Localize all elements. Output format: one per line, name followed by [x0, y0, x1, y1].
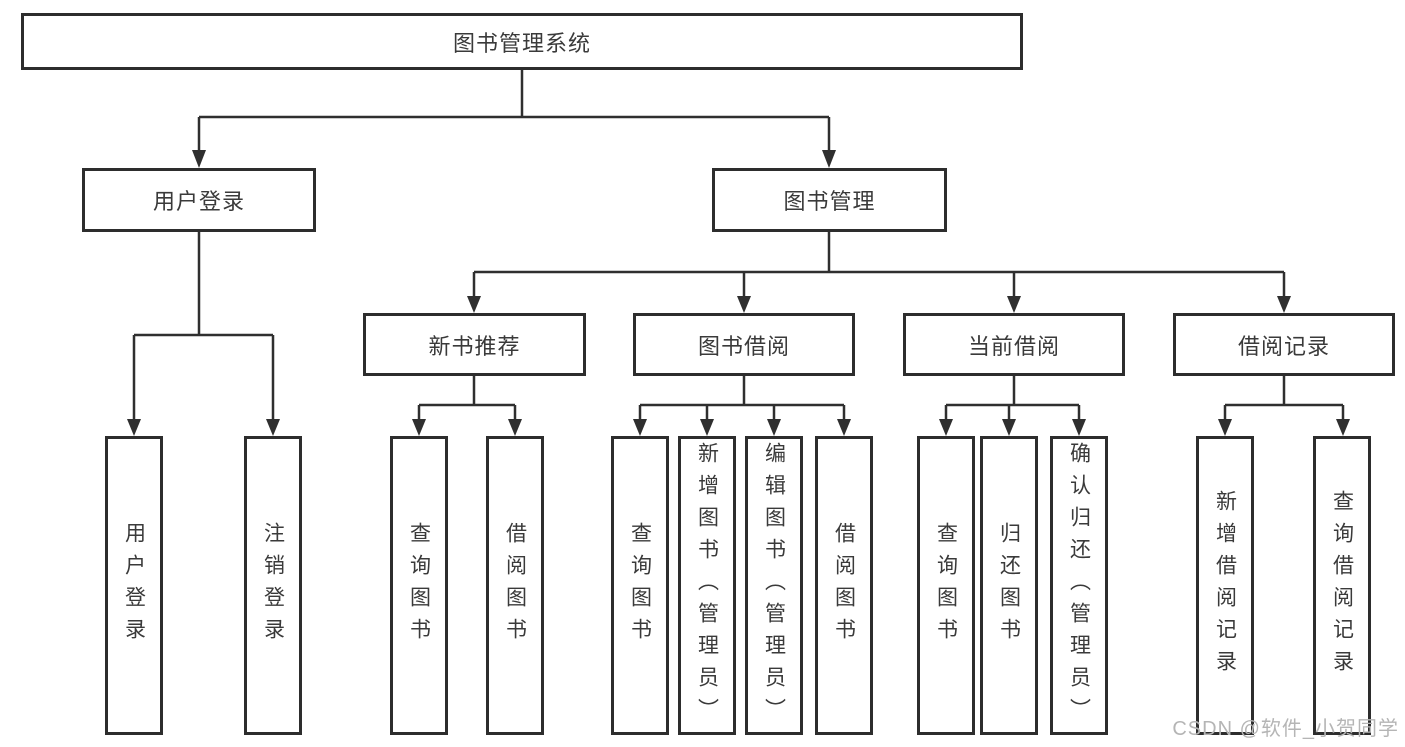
leaf-confirm-return-admin-label: 确认归还（管理员）: [1067, 441, 1091, 730]
leaf-confirm-return-admin: 确认归还（管理员）: [1050, 436, 1108, 735]
leaf-query-borrow-record-label: 查询借阅记录: [1330, 489, 1354, 682]
leaf-borrow-books: 借阅图书: [815, 436, 873, 735]
leaf-return-book-label: 归还图书: [997, 521, 1021, 650]
root-node-label: 图书管理系统: [452, 30, 591, 56]
node-borrow-records-label: 借阅记录: [1237, 333, 1330, 359]
leaf-query-books-recommend: 查询图书: [390, 436, 448, 735]
leaf-query-books-recommend-label: 查询图书: [407, 521, 431, 650]
node-user-login-label: 用户登录: [152, 189, 245, 214]
leaf-add-borrow-record-label: 新增借阅记录: [1213, 489, 1237, 682]
leaf-add-book-admin: 新增图书（管理员）: [678, 436, 736, 735]
root-node: 图书管理系统: [21, 13, 1023, 70]
csdn-watermark: CSDN @软件_小贺同学: [1172, 718, 1399, 740]
node-new-book-recommend: 新书推荐: [363, 313, 586, 376]
leaf-query-borrow-record: 查询借阅记录: [1313, 436, 1371, 735]
leaf-edit-book-admin-label: 编辑图书（管理员）: [762, 441, 786, 730]
leaf-borrow-books-label: 借阅图书: [832, 521, 856, 650]
leaf-borrow-books-recommend: 借阅图书: [486, 436, 544, 735]
leaf-user-login-label: 用户登录: [122, 521, 146, 650]
leaf-user-login: 用户登录: [105, 436, 163, 735]
node-new-book-recommend-label: 新书推荐: [428, 333, 521, 359]
node-current-borrow: 当前借阅: [903, 313, 1125, 376]
leaf-query-books-borrow-label: 查询图书: [628, 521, 652, 650]
node-book-borrow-label: 图书借阅: [697, 333, 790, 359]
leaf-add-borrow-record: 新增借阅记录: [1196, 436, 1254, 735]
node-book-borrow: 图书借阅: [633, 313, 855, 376]
node-book-management: 图书管理: [712, 168, 947, 232]
leaf-query-books-borrow: 查询图书: [611, 436, 669, 735]
leaf-logout-label: 注销登录: [261, 521, 285, 650]
leaf-return-book: 归还图书: [980, 436, 1038, 735]
node-user-login: 用户登录: [82, 168, 316, 232]
leaf-edit-book-admin: 编辑图书（管理员）: [745, 436, 803, 735]
leaf-logout: 注销登录: [244, 436, 302, 735]
node-book-management-label: 图书管理: [783, 189, 876, 214]
node-current-borrow-label: 当前借阅: [967, 333, 1060, 359]
leaf-add-book-admin-label: 新增图书（管理员）: [695, 441, 719, 730]
node-borrow-records: 借阅记录: [1173, 313, 1395, 376]
leaf-borrow-books-recommend-label: 借阅图书: [503, 521, 527, 650]
leaf-query-books-current-label: 查询图书: [934, 521, 958, 650]
leaf-query-books-current: 查询图书: [917, 436, 975, 735]
